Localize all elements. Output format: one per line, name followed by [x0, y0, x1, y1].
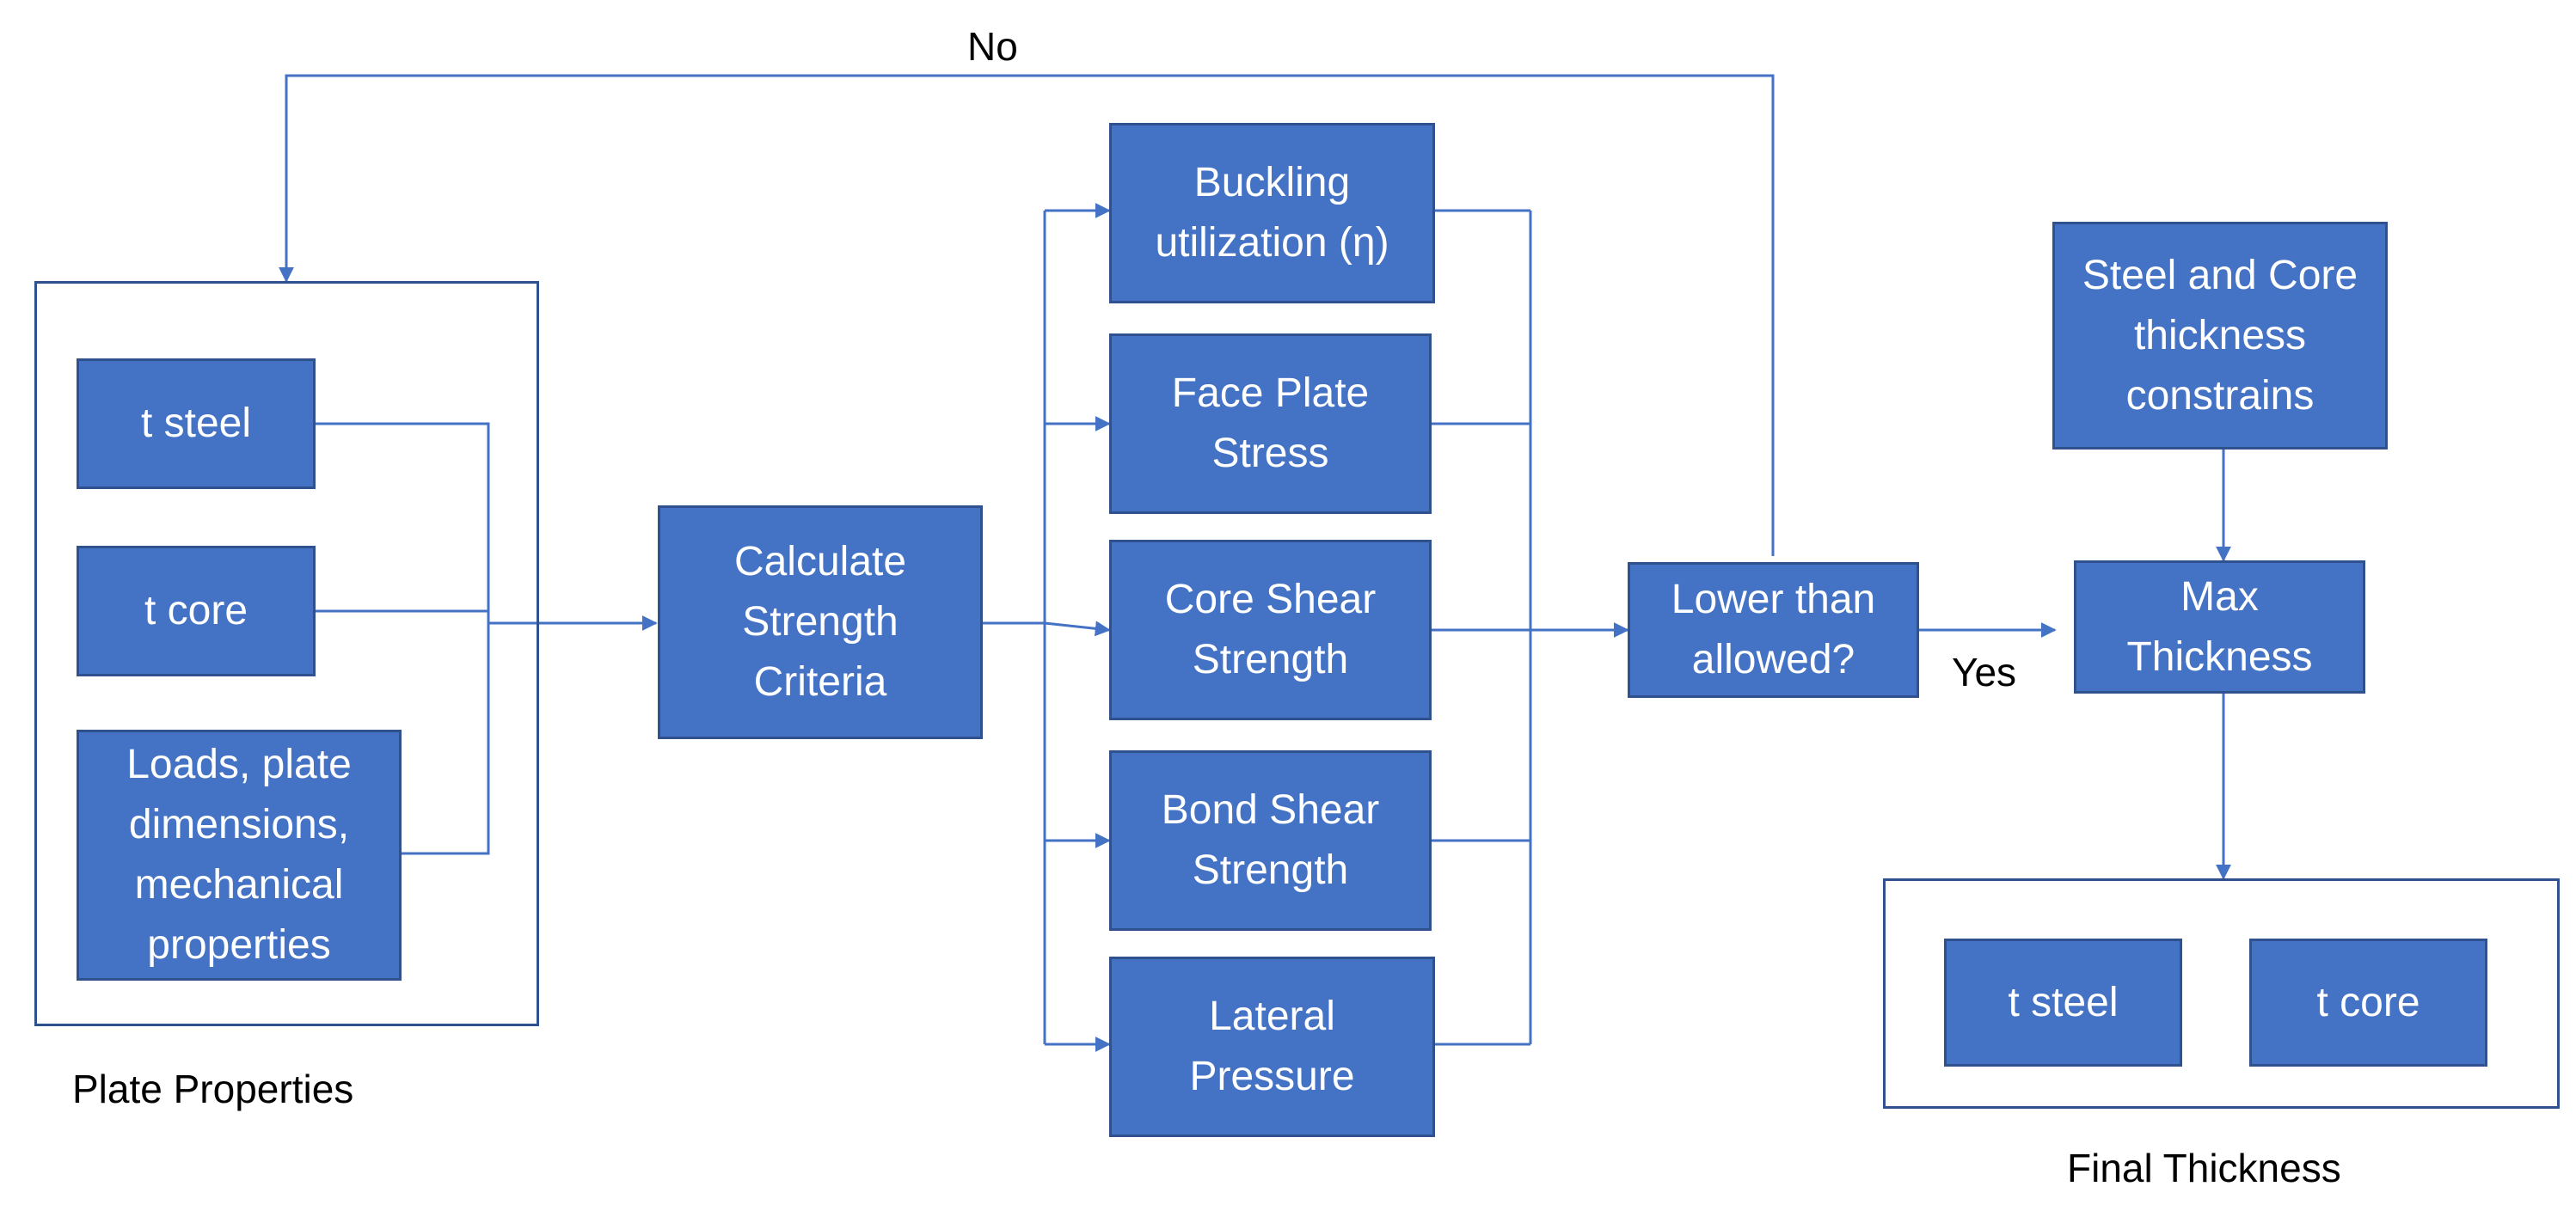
- input-t-core: t core: [77, 546, 316, 676]
- plate-properties-caption: Plate Properties: [72, 1067, 354, 1111]
- input-loads: Loads, plate dimensions, mechanical prop…: [77, 730, 402, 981]
- no-label: No: [967, 24, 1018, 69]
- face-plate-box: Face Plate Stress: [1109, 333, 1432, 514]
- final-t-core: t core: [2249, 939, 2487, 1067]
- plate-properties-group: [34, 281, 539, 1026]
- final-thickness-caption: Final Thickness: [2067, 1146, 2341, 1190]
- calculate-strength-box: Calculate Strength Criteria: [658, 505, 983, 739]
- final-thickness-group: [1883, 878, 2560, 1109]
- bond-shear-box: Bond Shear Strength: [1109, 750, 1432, 931]
- yes-label: Yes: [1952, 650, 2017, 694]
- lateral-pressure-box: Lateral Pressure: [1109, 957, 1435, 1137]
- constraints-box: Steel and Core thickness constrains: [2052, 222, 2388, 450]
- max-thickness-box: Max Thickness: [2074, 560, 2365, 694]
- line-t-steel: [316, 422, 490, 623]
- input-t-steel: t steel: [77, 358, 316, 489]
- arrow-to-core-shear: [1044, 621, 1111, 637]
- line-loads: [402, 623, 490, 855]
- core-shear-box: Core Shear Strength: [1109, 540, 1432, 720]
- final-t-steel: t steel: [1944, 939, 2182, 1067]
- decision-box: Lower than allowed?: [1628, 562, 1919, 698]
- no-loop-line: [279, 74, 1775, 556]
- buckling-box: Buckling utilization (η): [1109, 123, 1435, 303]
